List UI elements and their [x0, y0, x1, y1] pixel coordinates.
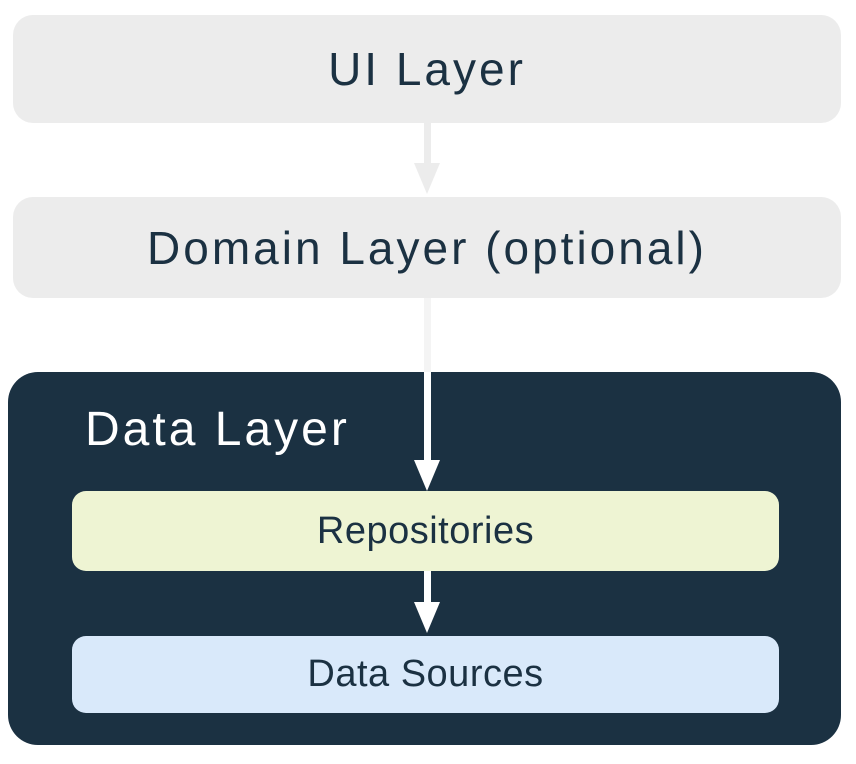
repositories-box: Repositories — [72, 491, 779, 571]
ui-layer-label: UI Layer — [328, 43, 526, 95]
arrow-down-icon — [414, 163, 440, 194]
arrow-stem — [424, 372, 431, 460]
data-layer-label: Data Layer — [85, 403, 350, 456]
arrow-stem — [424, 571, 431, 602]
arrow-down-icon — [414, 602, 440, 633]
domain-layer-label: Domain Layer (optional) — [147, 221, 707, 274]
arrow-stem — [424, 298, 431, 372]
arrow-down-icon — [414, 460, 440, 491]
data-sources-label: Data Sources — [307, 653, 544, 695]
domain-layer-box: Domain Layer (optional) — [13, 197, 841, 298]
ui-layer-box: UI Layer — [13, 15, 841, 123]
repositories-label: Repositories — [316, 509, 535, 552]
arrow-stem — [424, 123, 431, 163]
data-sources-box: Data Sources — [72, 636, 779, 713]
